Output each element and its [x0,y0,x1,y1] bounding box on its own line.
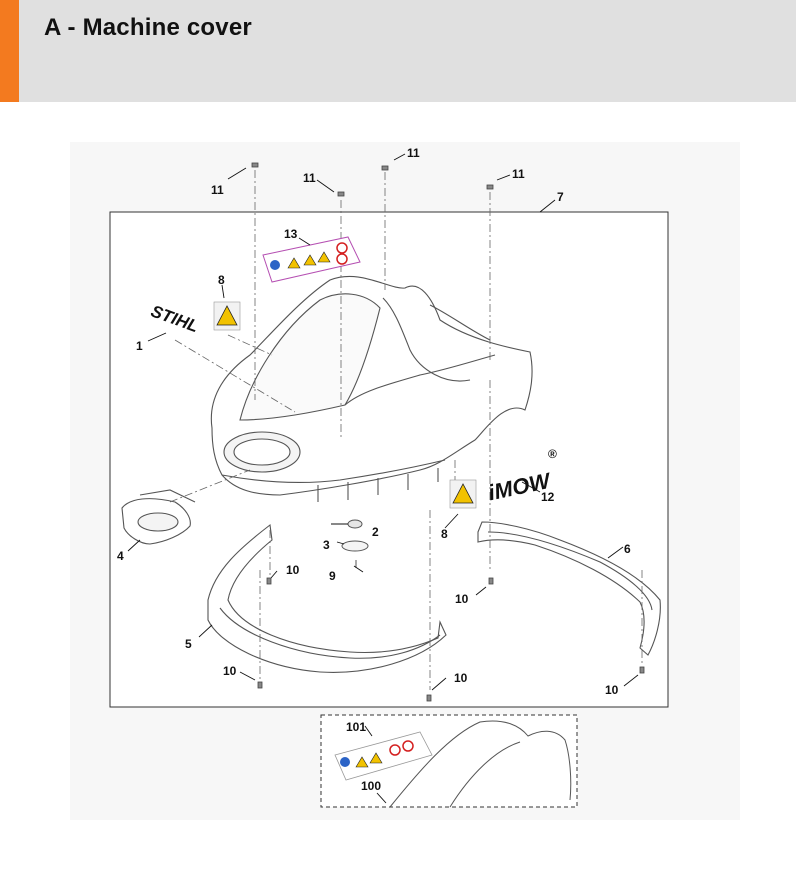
page-header: A - Machine cover [0,0,796,102]
front-bumper-part-5 [207,523,447,673]
exploded-view-drawing: STIHL iMOW ® 11 11 11 11 7 13 8 [70,142,740,820]
disc-parts-2-3 [341,519,369,568]
page-title: A - Machine cover [44,14,252,41]
callout-10: 10 [605,683,619,697]
warning-label-13 [262,236,361,283]
callout-11: 11 [512,167,525,181]
callout-100: 100 [361,779,381,793]
callout-1: 1 [136,339,143,353]
callout-11: 11 [407,146,420,160]
callout-10: 10 [455,592,469,606]
callout-3: 3 [323,538,330,552]
callout-5: 5 [185,637,192,651]
callout-2: 2 [372,525,379,539]
leader-lines [127,153,639,804]
callout-4: 4 [117,549,124,563]
trademark-symbol: ® [548,447,557,461]
callout-9: 9 [329,569,336,583]
callout-101: 101 [346,720,366,734]
callout-11: 11 [303,171,316,185]
callout-8: 8 [218,273,225,287]
header-accent-bar [0,0,19,102]
front-insert-part-4 [121,489,196,545]
callout-labels: 11 11 11 11 7 13 8 1 2 3 8 12 4 9 6 10 1… [117,146,631,793]
callout-10: 10 [286,563,300,577]
callout-8: 8 [441,527,448,541]
machine-cover-shell [210,275,533,502]
detail-cover-outline [389,720,572,808]
callout-13: 13 [284,227,298,241]
warning-label-101 [334,731,433,781]
callout-10: 10 [454,671,468,685]
callout-12: 12 [541,490,555,504]
callout-10: 10 [223,664,237,678]
callout-11: 11 [211,183,224,197]
warning-label-8-top [213,301,241,331]
parts-diagram: STIHL iMOW ® 11 11 11 11 7 13 8 [0,130,796,830]
callout-7: 7 [557,190,564,204]
screws [251,162,645,702]
warning-label-8-bottom [449,479,477,509]
callout-6: 6 [624,542,631,556]
